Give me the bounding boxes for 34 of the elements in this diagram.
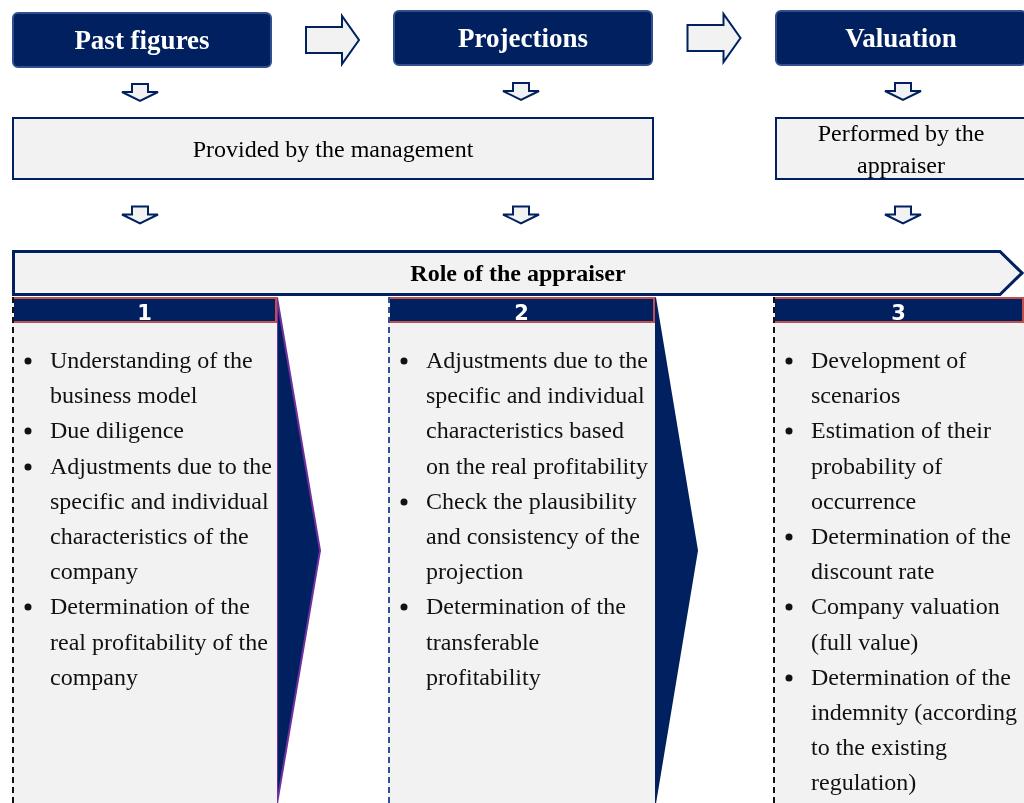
bullet-item: Understanding of the business model bbox=[50, 347, 253, 409]
block-arrow bbox=[121, 205, 159, 225]
stage-box: Past figures bbox=[12, 12, 272, 68]
block-arrow bbox=[121, 83, 159, 103]
column-number-header: 1 bbox=[14, 297, 277, 323]
block-arrow bbox=[884, 205, 922, 225]
block-arrow bbox=[502, 82, 540, 102]
bullet-item: Estimation of their probability of occurrence bbox=[811, 417, 991, 514]
info-box: Provided by the management bbox=[12, 117, 654, 180]
banner-title: Role of the appraiser bbox=[410, 259, 626, 287]
stage-box: Valuation bbox=[775, 10, 1024, 66]
block-arrow bbox=[884, 82, 922, 102]
block-arrow bbox=[686, 10, 742, 66]
chevron-arrow bbox=[654, 296, 698, 803]
bullet-item: Development of scenarios bbox=[811, 347, 967, 409]
column-card bbox=[388, 297, 655, 803]
chevron-arrow bbox=[276, 296, 321, 803]
bullet-item: Determination of the discount rate bbox=[811, 523, 1011, 585]
column-number-header: 2 bbox=[390, 297, 655, 323]
bullet-item: Adjustments due to the specific and individual characteristics based on the real profitability bbox=[426, 347, 648, 479]
block-arrow bbox=[502, 205, 540, 225]
bullet-item: Adjustments due to the specific and individual characteristics of the company bbox=[50, 452, 272, 585]
bullet-item: Check the plausibility and consistency of the projection bbox=[426, 487, 640, 585]
block-arrow bbox=[305, 12, 361, 68]
bullet-item: Determination of the indemnity (according to the existing regulation) bbox=[811, 663, 1017, 796]
column-card bbox=[773, 297, 1024, 803]
bullet-item: Company valuation (full value) bbox=[811, 593, 1000, 655]
bullet-item: Due diligence bbox=[50, 417, 184, 444]
bullet-item: Determination of the real profitability of the company bbox=[50, 593, 268, 690]
info-box: Performed by the appraiser bbox=[775, 117, 1024, 180]
column-number-header: 3 bbox=[775, 297, 1024, 323]
column-card bbox=[12, 297, 277, 803]
stage-box: Projections bbox=[393, 10, 653, 66]
bullet-item: Determination of the transferable profitability bbox=[426, 593, 626, 690]
